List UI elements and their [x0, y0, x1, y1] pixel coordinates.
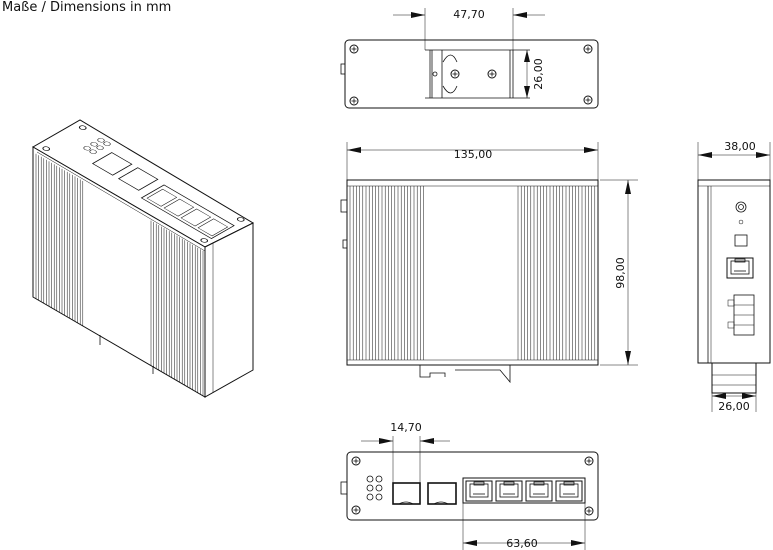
- led-indicators: [366, 475, 383, 501]
- sfp-port-2: [427, 482, 457, 505]
- dim-rj45-block-width: 63,60: [506, 537, 538, 550]
- screw-icon: [349, 96, 359, 106]
- side-view: 38,00 26,00: [697, 140, 771, 413]
- dim-base-depth: 26,00: [718, 400, 750, 413]
- dip-switch: [734, 234, 748, 247]
- screw-icon: [351, 505, 361, 515]
- front-din-clip: [419, 365, 511, 384]
- rj45-port-3: [525, 480, 553, 502]
- side-din-base: [711, 362, 757, 394]
- din-rail-clip: [425, 49, 530, 99]
- iso-sfp-port-2: [117, 167, 159, 191]
- dim-depth: 38,00: [724, 140, 756, 153]
- top-view: 47,70 26,00: [340, 8, 599, 109]
- dim-length: 135,00: [454, 148, 493, 161]
- rj45-port-1: [465, 480, 493, 502]
- drawing-title: Maße / Dimensions in mm: [2, 0, 172, 15]
- screw-icon: [584, 456, 594, 466]
- dim-height: 98,00: [614, 257, 627, 289]
- isometric-view: [32, 119, 255, 398]
- iso-cooling-fins: [35, 153, 204, 396]
- iso-led-cluster: [83, 138, 111, 154]
- ground-screw-icon: [735, 201, 747, 213]
- screw-icon: [583, 44, 593, 54]
- dim-din-rail-width: 47,70: [453, 8, 485, 21]
- dim-sfp-pitch: 14,70: [390, 421, 422, 434]
- sfp-port-1: [392, 482, 421, 505]
- dim-din-rail-height: 26,00: [532, 58, 545, 90]
- screw-icon: [584, 506, 594, 516]
- front-cooling-fins: [349, 186, 596, 360]
- screw-icon: [351, 456, 361, 466]
- iso-sfp-port-1: [91, 152, 133, 176]
- screw-icon: [349, 44, 359, 54]
- screw-icon: [583, 95, 593, 105]
- front-view-housing: [346, 179, 599, 366]
- iso-rj45-block: [140, 184, 235, 240]
- rj45-port-2: [495, 480, 523, 502]
- rj45-port-4: [555, 480, 583, 502]
- front-view: 135,00 98,00: [340, 142, 638, 384]
- iso-side-face: [204, 222, 254, 398]
- side-rj45-port: [726, 257, 754, 279]
- iso-top-details: [42, 125, 245, 243]
- port-panel-view: 14,70 63,60: [340, 421, 599, 550]
